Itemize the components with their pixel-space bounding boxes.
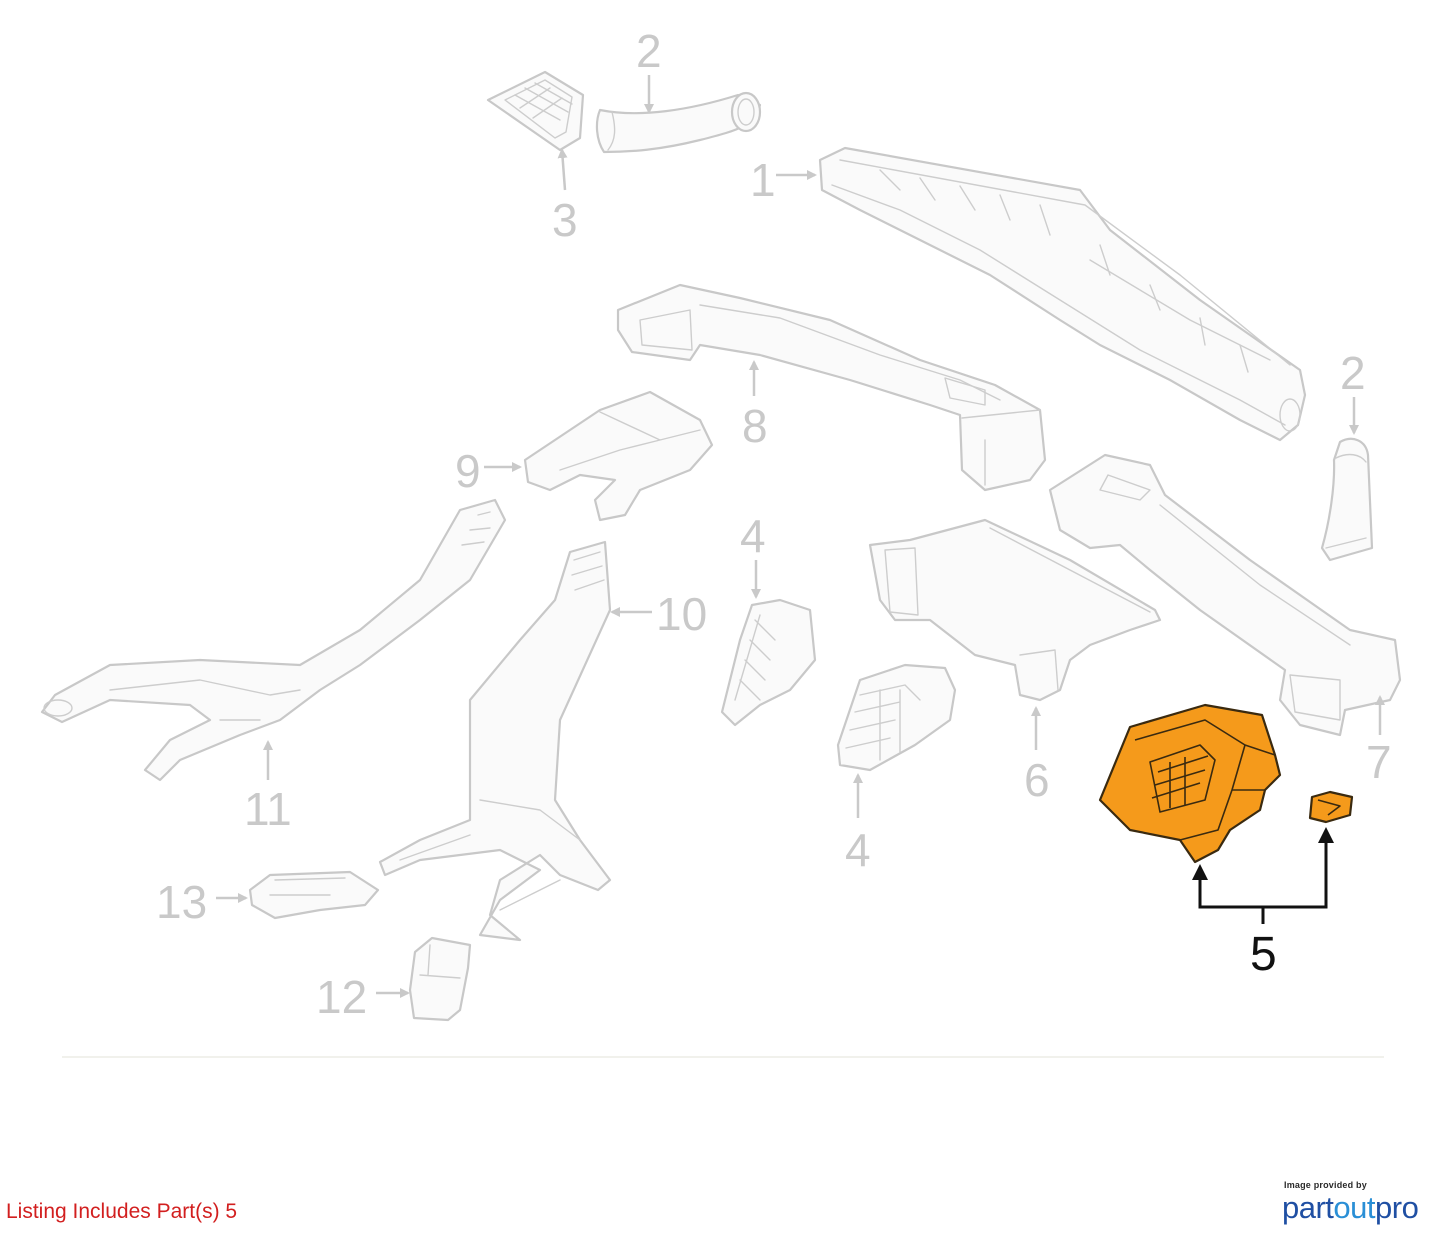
part-1-main-dash-duct (818, 146, 1307, 442)
callout-2-top: 2 (636, 25, 662, 114)
callout-6: 6 (1024, 706, 1050, 806)
svg-text:2: 2 (636, 25, 662, 77)
svg-text:7: 7 (1366, 736, 1392, 788)
part-4-upper-vent (720, 598, 817, 727)
part-8-center-duct (616, 283, 1047, 492)
logo-out: out (1333, 1190, 1376, 1225)
part-3-vent-grille (486, 70, 585, 152)
svg-text:1: 1 (750, 154, 776, 206)
partoutpro-logo: partoutpro (1282, 1190, 1419, 1226)
callout-10: 10 (610, 588, 707, 640)
part-10-center-floor-duct (378, 540, 612, 942)
image-provider-caption: Image provided by (1284, 1180, 1367, 1190)
part-13-duct-piece (248, 870, 380, 920)
callout-1: 1 (750, 154, 817, 206)
callout-7: 7 (1366, 695, 1392, 788)
svg-text:4: 4 (740, 510, 766, 562)
footer-divider (62, 1056, 1384, 1058)
callout-4-lower: 4 (845, 773, 871, 876)
svg-text:6: 6 (1024, 754, 1050, 806)
svg-text:11: 11 (244, 783, 292, 835)
logo-pro: pro (1375, 1190, 1419, 1225)
callout-12: 12 (316, 971, 410, 1023)
part-7-long-side-duct (1048, 453, 1402, 737)
svg-text:4: 4 (845, 824, 871, 876)
svg-text:3: 3 (552, 194, 578, 246)
svg-text:5: 5 (1250, 928, 1277, 981)
part-5-highlighted-vent (1098, 703, 1354, 864)
callout-8: 8 (742, 360, 768, 452)
part-4-lower-vent (836, 663, 957, 772)
callout-11: 11 (244, 740, 292, 835)
svg-text:2: 2 (1340, 347, 1366, 399)
part-11-left-floor-duct (40, 498, 507, 782)
svg-text:8: 8 (742, 400, 768, 452)
svg-text:9: 9 (455, 445, 481, 497)
listing-includes-note: Listing Includes Part(s) 5 (6, 1200, 238, 1223)
callout-13: 13 (156, 876, 248, 928)
part-12-duct-piece (408, 936, 472, 1022)
callout-3: 3 (552, 148, 578, 246)
part-2-upper-duct (595, 91, 762, 154)
callout-4-upper: 4 (740, 510, 766, 599)
callout-2-right: 2 (1340, 347, 1366, 435)
svg-text:13: 13 (156, 876, 207, 928)
logo-part: part (1282, 1190, 1334, 1225)
part-2-right-connector (1320, 437, 1374, 562)
part-9-y-duct (523, 390, 714, 522)
svg-text:12: 12 (316, 971, 367, 1023)
svg-text:10: 10 (656, 588, 707, 640)
callout-5-highlighted: 5 (1192, 827, 1334, 981)
callout-9: 9 (455, 445, 522, 497)
part-6-side-duct (868, 518, 1162, 702)
